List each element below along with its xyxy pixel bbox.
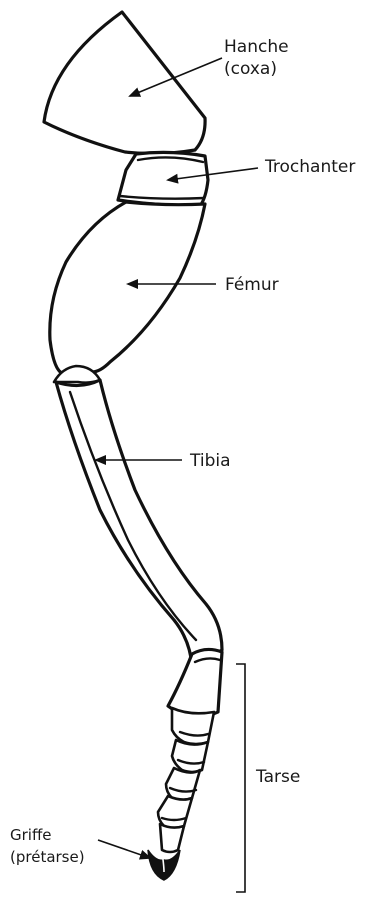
- tibia-label: Tibia: [189, 451, 231, 471]
- tarse-label: Tarse: [255, 767, 300, 787]
- femur-segment: [50, 202, 205, 374]
- coxa-label: (coxa): [224, 59, 277, 79]
- tarse-bracket: [236, 664, 245, 892]
- pretarse-label: (prétarse): [10, 848, 85, 866]
- trochanter-segment: [118, 152, 208, 206]
- tarsomere-2: [172, 708, 214, 744]
- hanche-label: Hanche: [224, 37, 289, 57]
- coxa-segment: [44, 12, 205, 154]
- griffe-arrow: [98, 840, 150, 858]
- tarsomere-4: [166, 768, 200, 800]
- tarsomere-5: [158, 796, 192, 828]
- tarsomere-3: [172, 740, 208, 772]
- tarsomere-1: [168, 649, 222, 716]
- tibia-segment: [56, 380, 222, 666]
- femur-label: Fémur: [225, 275, 279, 295]
- griffe-label: Griffe: [10, 826, 52, 844]
- trochanter-label: Trochanter: [264, 157, 355, 177]
- claw-pretarsus: [148, 824, 184, 880]
